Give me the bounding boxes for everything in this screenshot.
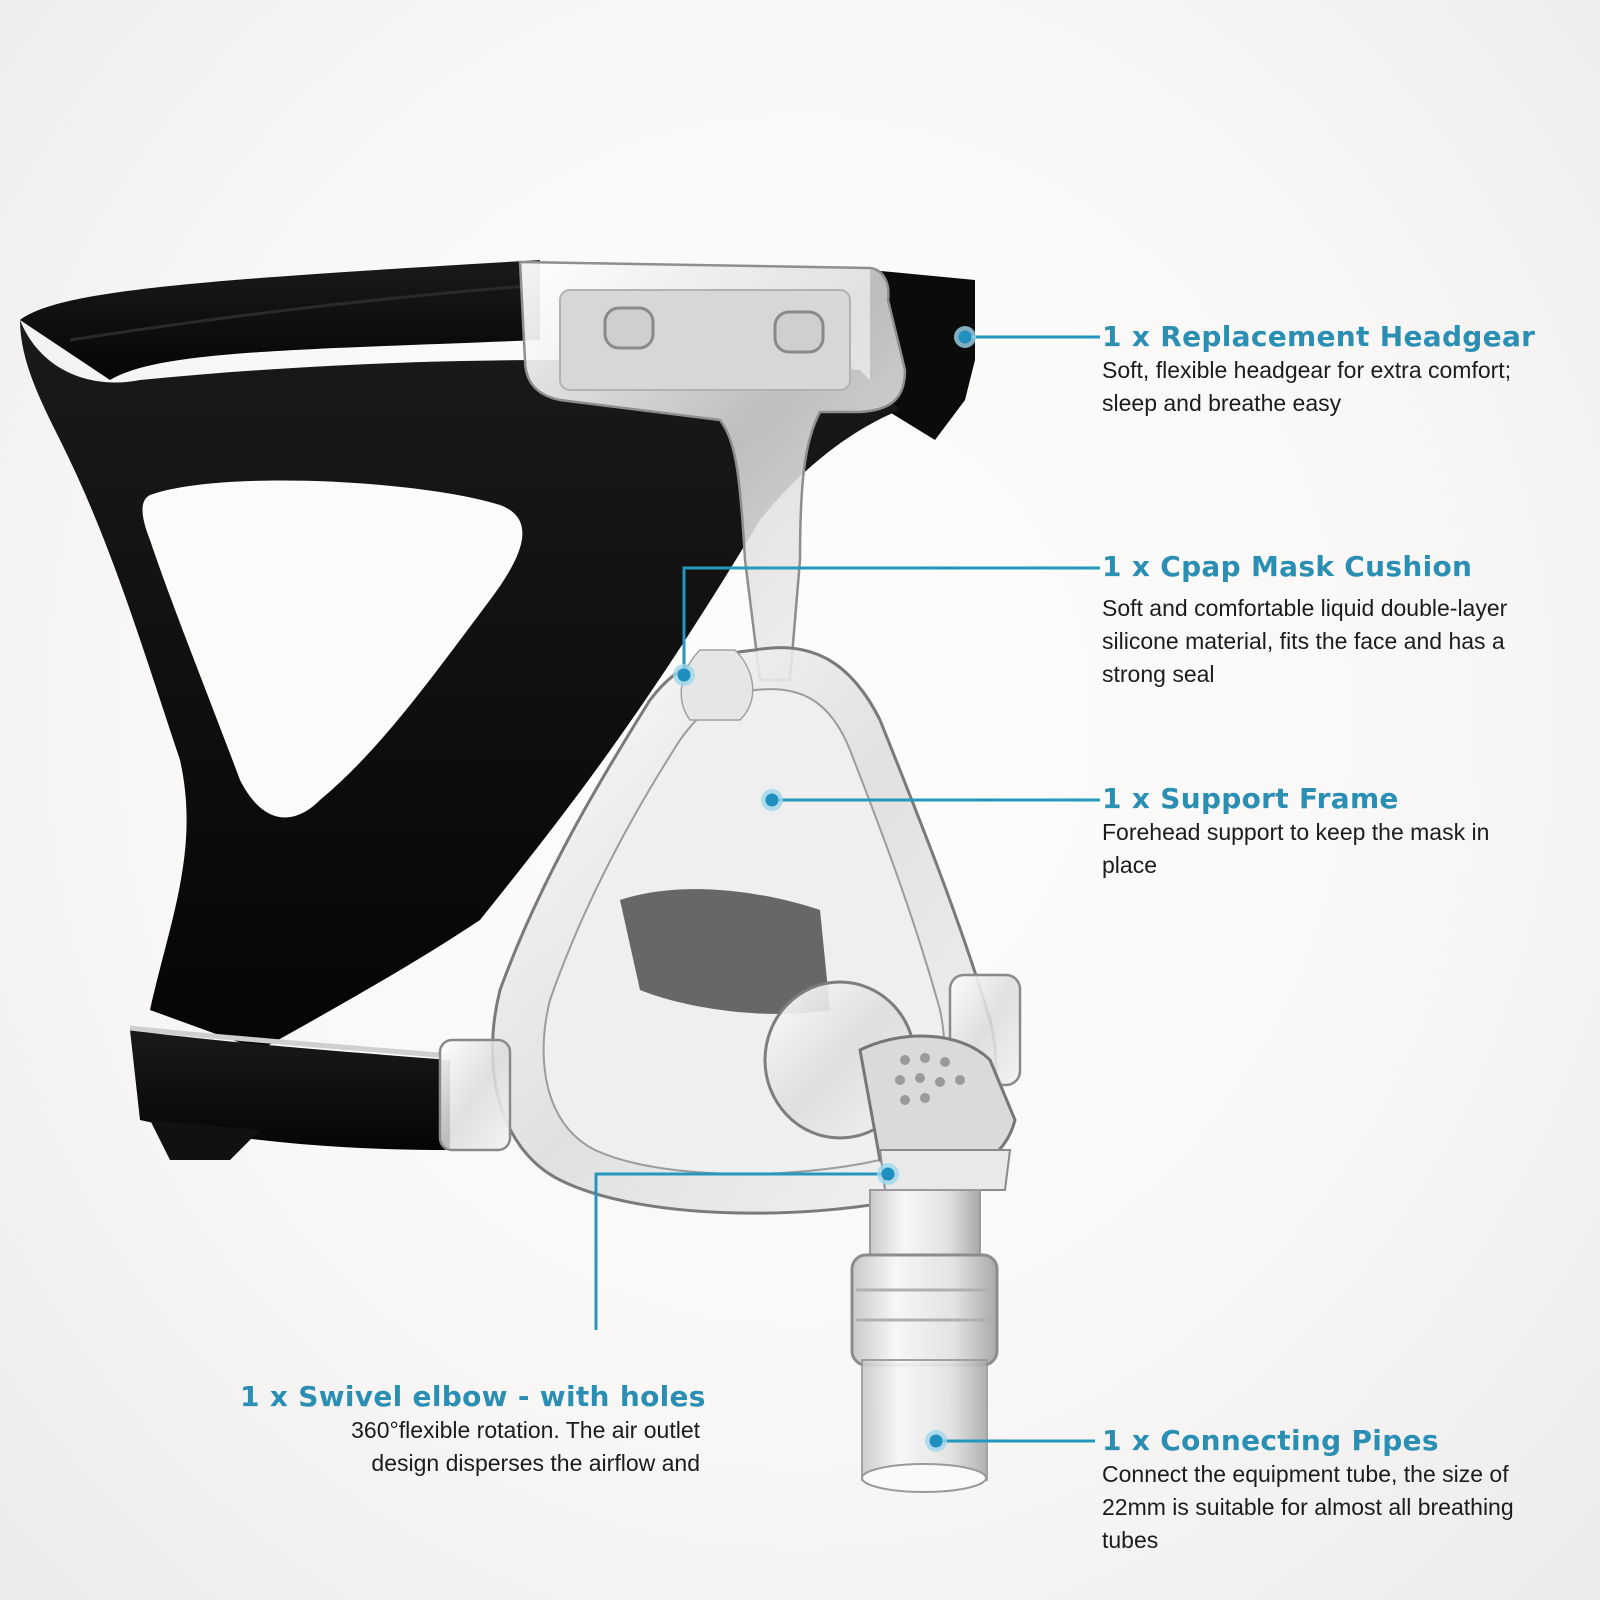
desc-line: place — [1102, 852, 1157, 878]
dot-connecting-pipe — [925, 1430, 947, 1452]
callout-title: 1 x Cpap Mask Cushion — [1102, 550, 1473, 583]
swivel-elbow — [763, 980, 1017, 1191]
callout-cushion: 1 x Cpap Mask Cushion Soft and comfortab… — [1102, 550, 1572, 691]
callout-desc: Soft and comfortable liquid double-layer… — [1102, 592, 1572, 691]
desc-line: Connect the equipment tube, the size of — [1102, 1461, 1509, 1487]
desc-line: design disperses the airflow and — [371, 1450, 700, 1476]
callout-title: 1 x Connecting Pipes — [1102, 1424, 1439, 1457]
dot-support-frame — [761, 789, 783, 811]
support-frame — [518, 260, 907, 682]
callout-desc: Soft, flexible headgear for extra comfor… — [1102, 354, 1572, 420]
desc-line: sleep and breathe easy — [1102, 390, 1342, 416]
desc-line: Soft and comfortable liquid double-layer — [1102, 595, 1508, 621]
callout-title: 1 x Replacement Headgear — [1102, 320, 1536, 353]
callout-headgear: 1 x Replacement Headgear Soft, flexible … — [1102, 320, 1572, 420]
callout-leader-lines — [594, 335, 1100, 1443]
callout-dots — [673, 326, 976, 1452]
callout-desc: Forehead support to keep the mask in pla… — [1102, 816, 1572, 882]
desc-line: Soft, flexible headgear for extra comfor… — [1102, 357, 1512, 383]
callout-support-frame: 1 x Support Frame Forehead support to ke… — [1102, 782, 1572, 882]
desc-line: 360°flexible rotation. The air outlet — [351, 1417, 700, 1443]
connecting-pipe — [850, 1189, 999, 1493]
callout-desc: 360°flexible rotation. The air outlet de… — [240, 1414, 700, 1480]
desc-line: silicone material, fits the face and has… — [1102, 628, 1505, 654]
dot-swivel-elbow — [877, 1163, 899, 1185]
desc-line: strong seal — [1102, 661, 1215, 687]
callout-title: 1 x Swivel elbow - with holes — [240, 1380, 706, 1413]
headgear — [20, 260, 975, 1160]
dot-cushion — [673, 664, 695, 686]
dot-headgear — [954, 326, 976, 348]
callout-desc: Connect the equipment tube, the size of … — [1102, 1458, 1572, 1557]
desc-line: 22mm is suitable for almost all breathin… — [1102, 1494, 1514, 1520]
desc-line: tubes — [1102, 1527, 1159, 1553]
callout-connecting-pipes: 1 x Connecting Pipes Connect the equipme… — [1102, 1424, 1572, 1557]
desc-line: Forehead support to keep the mask in — [1102, 819, 1490, 845]
callout-title: 1 x Support Frame — [1102, 782, 1399, 815]
callout-swivel-elbow: 1 x Swivel elbow - with holes 360°flexib… — [240, 1380, 706, 1480]
